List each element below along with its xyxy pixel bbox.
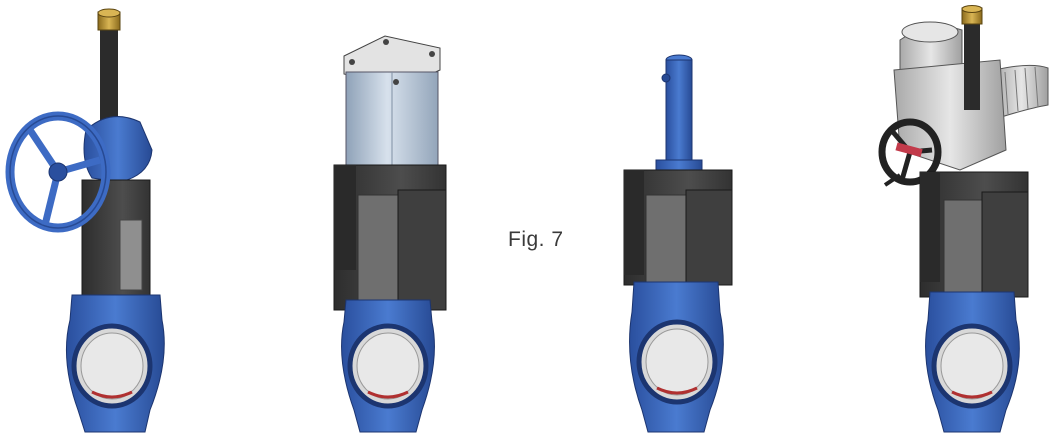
valve-pneumatic: [333, 35, 447, 433]
handwheel: [5, 111, 111, 233]
gate-plate: [357, 194, 399, 311]
valve-handwheel: [5, 8, 165, 433]
cable-conduit: [994, 64, 1049, 119]
valve-stem: [100, 28, 118, 128]
valve-stem: [964, 22, 980, 110]
figure-label: Fig. 7: [508, 228, 564, 251]
valve-hydraulic: [623, 54, 733, 433]
gate-plate: [645, 194, 687, 288]
gearbox: [83, 116, 153, 183]
gate-plate: [943, 199, 983, 298]
gate-plate: [119, 219, 143, 291]
handwheel: [878, 118, 942, 187]
valve-electric: [878, 5, 1049, 433]
